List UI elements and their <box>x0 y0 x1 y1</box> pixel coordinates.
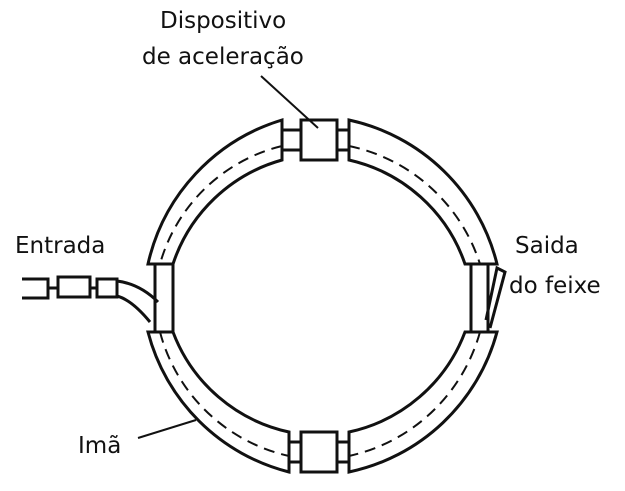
leader-line-accel <box>260 75 319 129</box>
beam-path-top-left <box>159 145 283 265</box>
injector-segment-2 <box>95 277 119 299</box>
magnet-sector-bottom-right <box>347 330 499 474</box>
label-ima: Imã <box>78 433 122 459</box>
label-saida-line1: Saida <box>515 233 579 259</box>
label-accel-device-line1: Dispositivo <box>160 8 287 34</box>
leader-line-ima <box>137 419 197 439</box>
beam-path-bottom-right <box>348 331 481 457</box>
beam-path-top-right <box>348 145 481 265</box>
injector-bend <box>116 279 160 304</box>
injector-bend-lower <box>116 294 152 323</box>
accel-connector-top-right <box>335 128 351 152</box>
magnet-sector-top-right <box>347 118 499 266</box>
accel-connector-bottom-right <box>335 440 351 464</box>
accel-connector-top-left <box>280 128 303 152</box>
magnet-sector-top-left <box>146 117 284 266</box>
accel-device-bottom-box <box>299 430 339 474</box>
extraction-channel <box>484 265 507 329</box>
accel-connector-bottom-left <box>287 440 303 464</box>
magnet-sector-bottom-left <box>146 330 291 474</box>
injector-plug-icon <box>22 277 50 300</box>
accel-device-top-box <box>299 118 339 162</box>
label-accel-device-line2: de aceleração <box>142 44 304 70</box>
label-saida-line2: do feixe <box>509 273 601 299</box>
injector-segment-1 <box>56 275 92 299</box>
label-entrada: Entrada <box>15 233 106 259</box>
beam-path-bottom-left <box>159 331 290 457</box>
